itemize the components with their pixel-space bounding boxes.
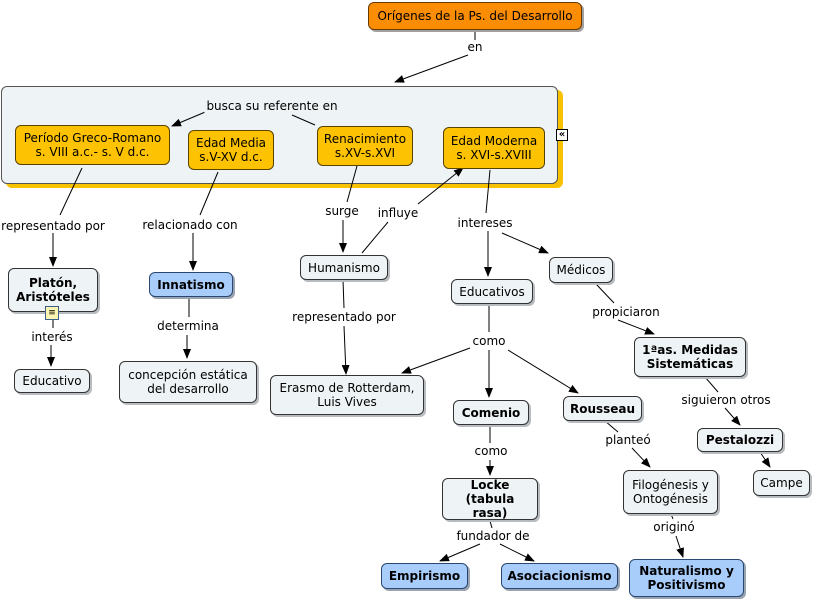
node-concepcion[interactable]: concepción estática del desarrollo: [119, 361, 257, 403]
node-educativo[interactable]: Educativo: [14, 369, 90, 393]
label-propiciaron: propiciaron: [590, 305, 662, 319]
label-determina: determina: [155, 319, 221, 333]
node-erasmo[interactable]: Erasmo de Rotterdam, Luis Vives: [270, 375, 424, 415]
node-pestalozzi[interactable]: Pestalozzi: [697, 428, 783, 452]
node-greco-romano[interactable]: Período Greco-Romano s. VIII a.c.- s. V …: [15, 125, 170, 165]
label-planteo: planteó: [603, 433, 653, 447]
node-campe[interactable]: Campe: [753, 470, 810, 496]
node-comenio[interactable]: Comenio: [453, 400, 529, 425]
node-locke[interactable]: Locke (tabula rasa): [442, 478, 538, 520]
node-filogenesis[interactable]: Filogénesis y Ontogénesis: [623, 470, 718, 514]
label-influye: influye: [375, 206, 421, 220]
label-en: en: [465, 40, 485, 54]
label-siguieron: siguieron otros: [679, 393, 773, 407]
node-empirismo[interactable]: Empirismo: [381, 563, 468, 589]
node-innatismo[interactable]: Innatismo: [149, 272, 233, 297]
label-busca: busca su referente en: [204, 99, 340, 113]
node-edad-moderna[interactable]: Edad Moderna s. XVI-s.XVIII: [443, 127, 545, 169]
label-representado-2: representado por: [290, 310, 398, 324]
node-edad-media[interactable]: Edad Media s.V-XV d.c.: [188, 130, 274, 170]
label-relacionado: relacionado con: [140, 218, 240, 232]
node-asociacionismo[interactable]: Asociacionismo: [501, 563, 618, 589]
node-origenes[interactable]: Orígenes de la Ps. del Desarrollo: [368, 2, 582, 30]
collapse-icon[interactable]: «: [556, 129, 568, 141]
node-humanismo[interactable]: Humanismo: [300, 255, 388, 280]
label-como-2: como: [472, 444, 510, 458]
label-fundador: fundador de: [454, 529, 532, 543]
node-medidas[interactable]: 1ªas. Medidas Sistemáticas: [634, 337, 746, 377]
note-icon[interactable]: ≡: [45, 306, 59, 320]
label-origino: originó: [651, 520, 697, 534]
label-interes: interés: [29, 330, 75, 344]
node-renacimiento[interactable]: Renacimiento s.XV-s.XVI: [317, 126, 413, 166]
node-platon[interactable]: Platón, Aristóteles: [8, 268, 98, 312]
label-intereses: intereses: [455, 216, 515, 230]
node-medicos[interactable]: Médicos: [549, 257, 613, 283]
node-rousseau[interactable]: Rousseau: [563, 396, 642, 421]
node-educativos[interactable]: Educativos: [451, 279, 533, 304]
label-surge: surge: [323, 204, 361, 218]
label-representado-1: representado por: [0, 219, 107, 233]
label-como-1: como: [470, 334, 508, 348]
node-naturalismo[interactable]: Naturalismo y Positivismo: [629, 559, 744, 597]
